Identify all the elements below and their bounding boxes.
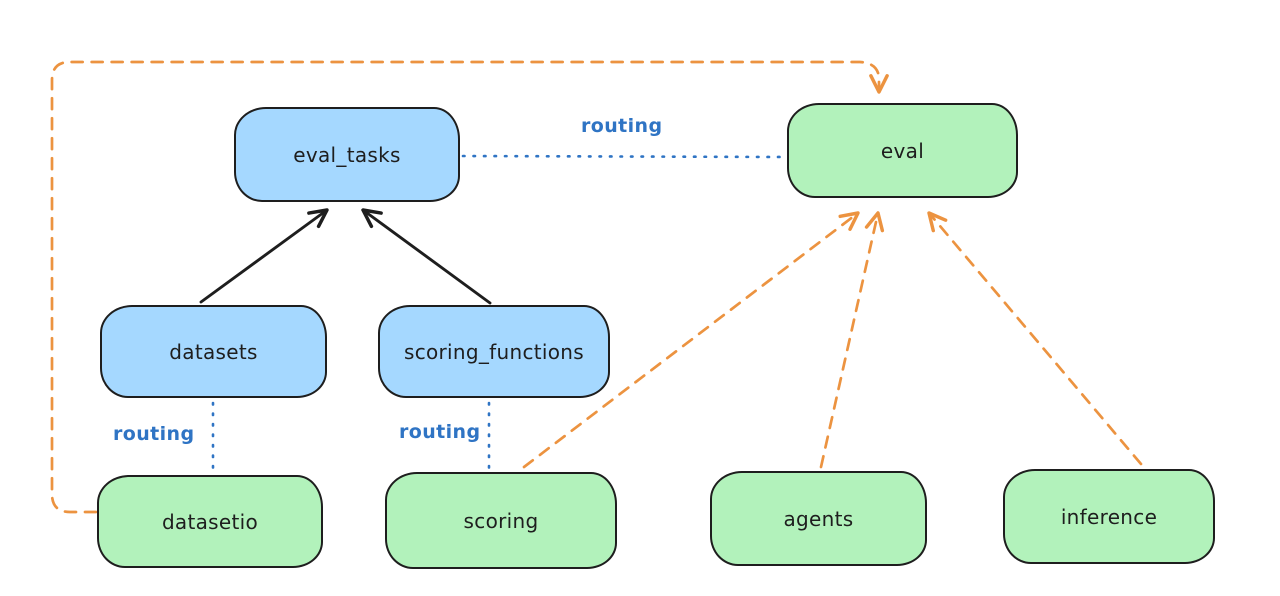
node-datasetio-label: datasetio xyxy=(161,509,259,534)
node-scoring-label: scoring xyxy=(463,508,539,533)
node-eval: eval xyxy=(787,103,1018,198)
edge-inference-eval xyxy=(927,211,1143,466)
edge-scoring-eval xyxy=(522,211,860,469)
node-agents: agents xyxy=(710,471,927,566)
edge-datasets-eval-tasks xyxy=(199,208,329,304)
node-scoring-functions-label: scoring_functions xyxy=(403,339,585,364)
routing-label-scoring-functions-scoring: routing xyxy=(399,421,481,443)
routing-label-datasets-datasetio: routing xyxy=(113,423,195,445)
node-eval-label: eval xyxy=(880,138,925,163)
node-scoring-functions: scoring_functions xyxy=(378,305,610,398)
edge-scoring-functions-eval-tasks xyxy=(361,208,492,305)
node-scoring: scoring xyxy=(385,472,617,569)
node-agents-label: agents xyxy=(783,506,854,531)
node-datasets: datasets xyxy=(100,305,327,398)
node-eval-tasks: eval_tasks xyxy=(234,107,460,202)
edge-agents-eval xyxy=(819,211,885,469)
edge-datasetio-eval xyxy=(50,60,889,514)
node-inference: inference xyxy=(1003,469,1215,564)
node-datasets-label: datasets xyxy=(169,339,258,364)
edge-eval-tasks-eval xyxy=(461,154,788,159)
routing-label-eval-tasks-eval: routing xyxy=(581,115,663,137)
node-inference-label: inference xyxy=(1060,504,1158,529)
node-datasetio: datasetio xyxy=(97,475,323,568)
node-eval-tasks-label: eval_tasks xyxy=(293,142,401,167)
